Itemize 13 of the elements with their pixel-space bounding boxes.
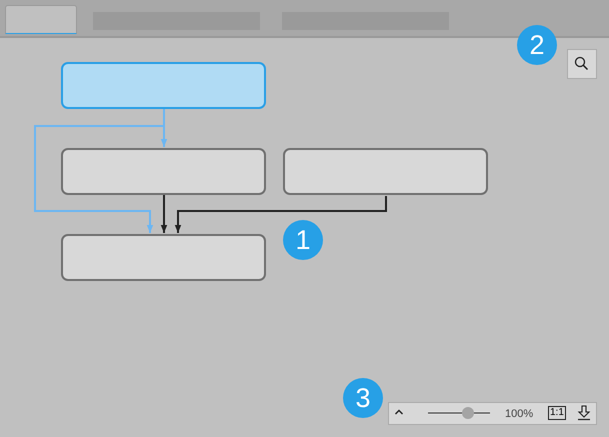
process-box (61, 148, 266, 195)
callout-number: 1 (283, 220, 323, 260)
arrow (34, 125, 164, 233)
arrow (160, 195, 168, 233)
zoom-percentage: 100% (505, 408, 534, 421)
process-box (61, 234, 266, 281)
actual-size-button: 1:1 (548, 406, 566, 420)
process-box (61, 62, 266, 109)
arrow (160, 109, 168, 147)
callout-number: 3 (343, 378, 383, 418)
process-box (283, 148, 488, 195)
callout-number: 2 (517, 25, 557, 65)
arrow (174, 196, 387, 233)
